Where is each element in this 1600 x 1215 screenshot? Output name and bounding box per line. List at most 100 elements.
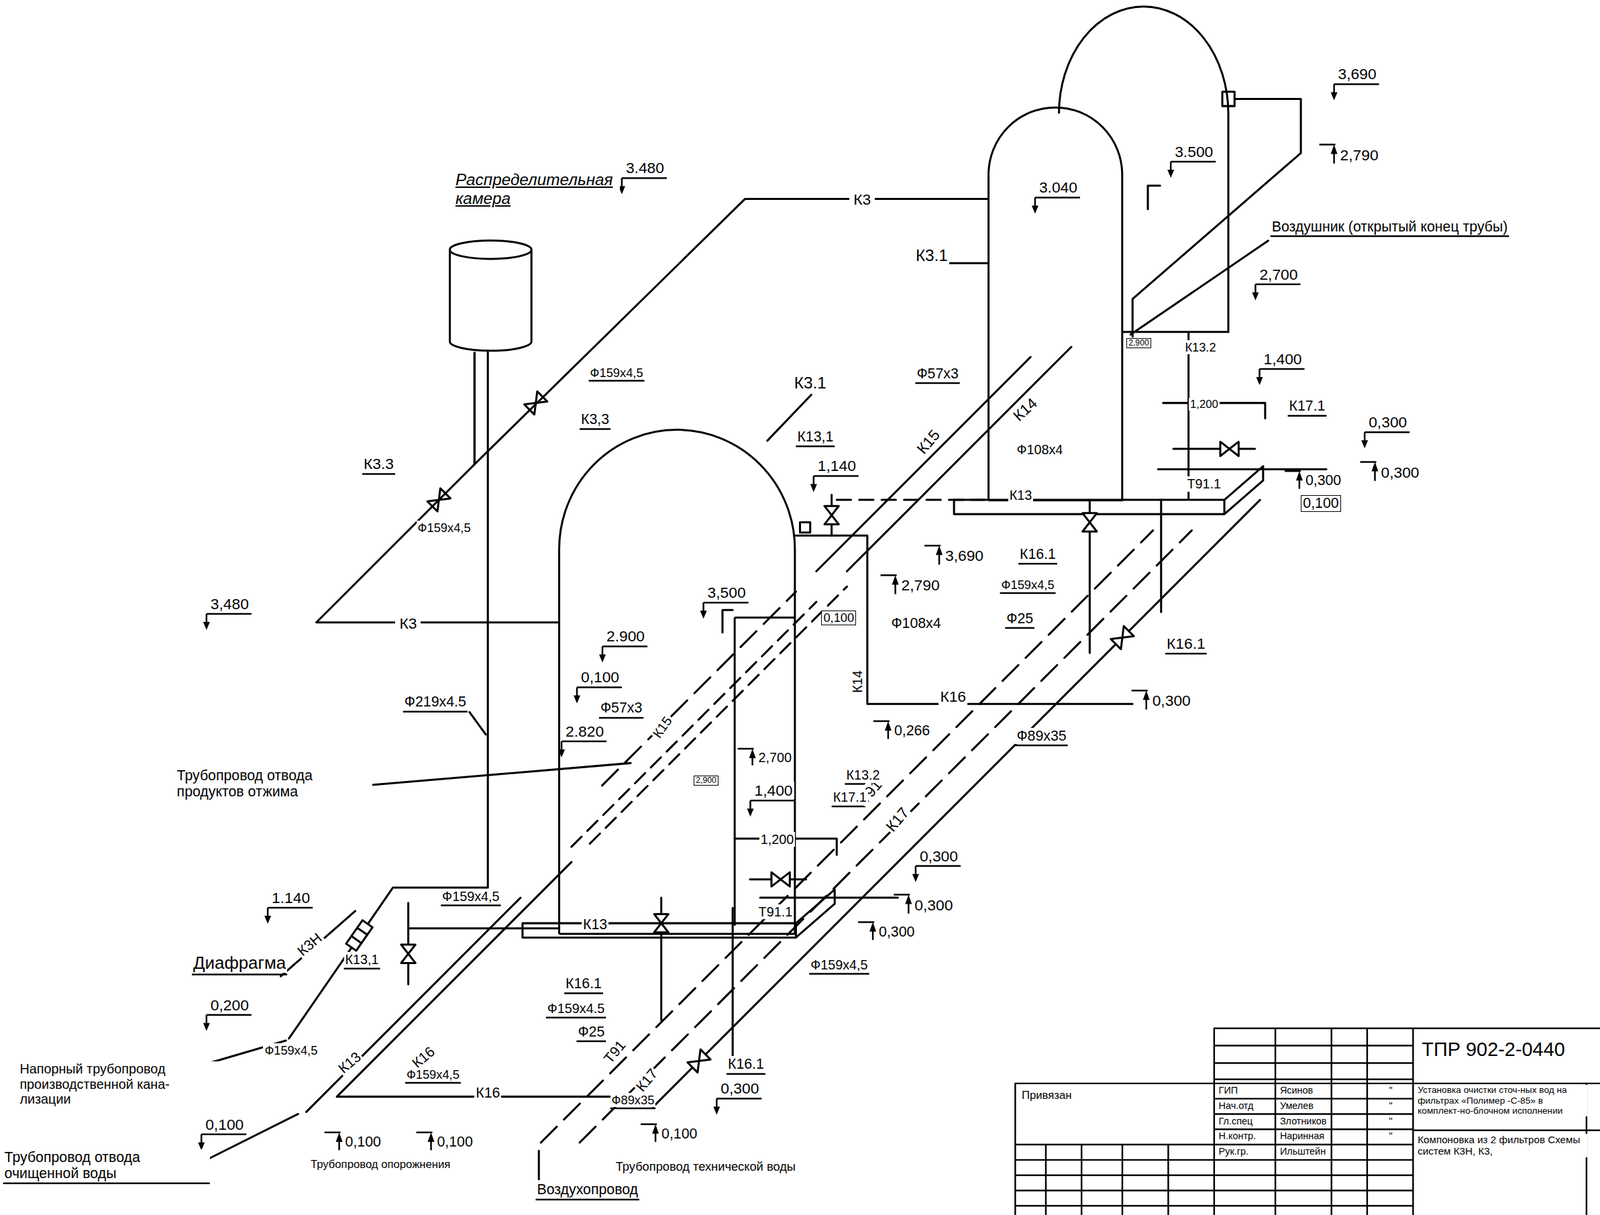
arrow-tick xyxy=(884,721,892,731)
pipe-label: К3,3 xyxy=(579,411,611,428)
leader-line xyxy=(602,645,648,648)
leader-line xyxy=(610,1107,657,1110)
filter-plinth xyxy=(522,889,835,938)
pipe-label: Ф159x4.5 xyxy=(546,1000,606,1017)
arrow-tick xyxy=(1330,92,1338,101)
title-block-cell: Привязан xyxy=(1020,1088,1073,1102)
valve-symbol xyxy=(1110,625,1134,649)
arrow-tick xyxy=(869,922,877,932)
arrow-tick xyxy=(1167,169,1175,178)
pipe xyxy=(661,499,1162,1061)
pipe-hidden xyxy=(589,586,847,844)
leader-line xyxy=(1004,627,1035,630)
pipe-label: Воздушник (открытый конец трубы) xyxy=(1270,218,1510,235)
pipeline-caption: Напорный трубопровод производственной ка… xyxy=(18,1061,225,1107)
pipe-label: К17 xyxy=(632,1064,663,1096)
leader-line xyxy=(726,1073,766,1076)
elevation-mark: 1,140 xyxy=(816,456,858,475)
leader-line xyxy=(546,1017,606,1020)
elevation-mark: 0,300 xyxy=(1367,413,1409,431)
leader-line xyxy=(1255,283,1301,286)
leader-line xyxy=(344,968,381,971)
leader-line xyxy=(576,1040,606,1043)
pipe-label: Т91 xyxy=(599,1035,630,1068)
leader-line xyxy=(564,992,604,995)
arrow-tick xyxy=(1371,462,1379,472)
arrow-tick xyxy=(599,654,606,663)
leader-line xyxy=(716,1097,762,1100)
pipe-label: Трубопровод опорожнения xyxy=(309,1157,453,1171)
pipe xyxy=(289,352,489,1039)
elevation-mark: 0,300 xyxy=(918,847,960,865)
pipe-label: К17.1 xyxy=(831,789,869,806)
leader-line xyxy=(1018,562,1058,565)
leader-line xyxy=(576,686,622,689)
pipe-label: Ф159x4,5 xyxy=(405,1067,461,1082)
pipe-connector xyxy=(474,199,988,465)
title-block-cell: " xyxy=(1388,1100,1395,1112)
pipe-label: Воздухопровод xyxy=(536,1181,640,1198)
pipe-label: К13,1 xyxy=(344,951,381,968)
title-block-cell: Ясинов xyxy=(1278,1084,1315,1097)
leader-line xyxy=(858,921,875,924)
leader-line xyxy=(880,574,897,577)
arrow-tick xyxy=(203,1023,210,1032)
pipe-label: К16.1 xyxy=(726,1055,766,1073)
elevation-mark: 0,100 xyxy=(203,1115,245,1134)
elevation-mark: 0,300 xyxy=(877,923,916,940)
pipe xyxy=(306,897,521,1112)
leader-line xyxy=(1000,592,1056,595)
distribution-chamber-outline xyxy=(448,239,533,352)
pipe-label: К14 xyxy=(1008,393,1042,426)
pipe-label: К13 xyxy=(334,1047,365,1079)
leader-line xyxy=(416,1131,433,1134)
arrow-tick xyxy=(1330,144,1338,155)
pipe-dashed xyxy=(540,530,1153,1143)
pipe-label: К13 xyxy=(581,916,609,933)
valve-symbol xyxy=(1082,513,1097,532)
arrow-tick xyxy=(747,808,755,817)
pipe-label: Ф25 xyxy=(1004,610,1035,627)
title-block-cell: Наринная xyxy=(1278,1130,1326,1142)
pipe-hidden xyxy=(571,601,817,847)
leader-line xyxy=(737,748,755,751)
title-block-cell: Злотников xyxy=(1278,1115,1329,1128)
pipe xyxy=(408,902,559,985)
elevation-mark: 1,400 xyxy=(753,781,795,799)
arrow-tick xyxy=(652,1124,659,1134)
arrow-tick xyxy=(904,894,912,905)
leader-line xyxy=(1288,414,1327,417)
title-block-cell: ТПР 902-2-0440 xyxy=(1420,1038,1567,1061)
leader-line xyxy=(1334,83,1380,86)
arrow-tick xyxy=(428,1132,435,1142)
arrow-tick xyxy=(892,574,899,585)
pipe-label: К13.2 xyxy=(1183,340,1217,355)
pipe-label: К17.1 xyxy=(1288,397,1327,414)
pipe-label: Ф89x35 xyxy=(1015,727,1068,744)
pipe-label: Ф159x4,5 xyxy=(416,520,473,535)
leader-line xyxy=(267,907,313,910)
elevation-mark: 0,300 xyxy=(913,896,954,914)
arrow-tick xyxy=(912,874,920,883)
leader-line xyxy=(1035,196,1081,199)
title-block-cell: Умелев xyxy=(1278,1100,1315,1112)
pipe-label: К16.1 xyxy=(1018,546,1058,563)
leader-line xyxy=(1170,161,1216,164)
pipe-label: К15 xyxy=(912,425,944,459)
pipe-label: Т91.1 xyxy=(1186,476,1223,492)
leader-line xyxy=(1015,744,1068,747)
leader-line xyxy=(1131,689,1148,692)
leader-line xyxy=(915,864,961,867)
valve-symbol xyxy=(654,913,669,932)
pipe-label: 2,900 xyxy=(693,775,719,786)
valve-symbol xyxy=(824,505,839,524)
title-block-cell: " xyxy=(1388,1115,1395,1128)
valve-symbol xyxy=(771,872,790,887)
elevation-mark: 2.820 xyxy=(564,722,606,740)
leader-line xyxy=(1165,652,1207,655)
pipe-label: 2,900 xyxy=(1126,338,1152,349)
pipe-label: 0,100 xyxy=(821,610,857,626)
leader-line xyxy=(915,382,960,385)
pipe-label: Ф159x4,5 xyxy=(262,1043,319,1058)
